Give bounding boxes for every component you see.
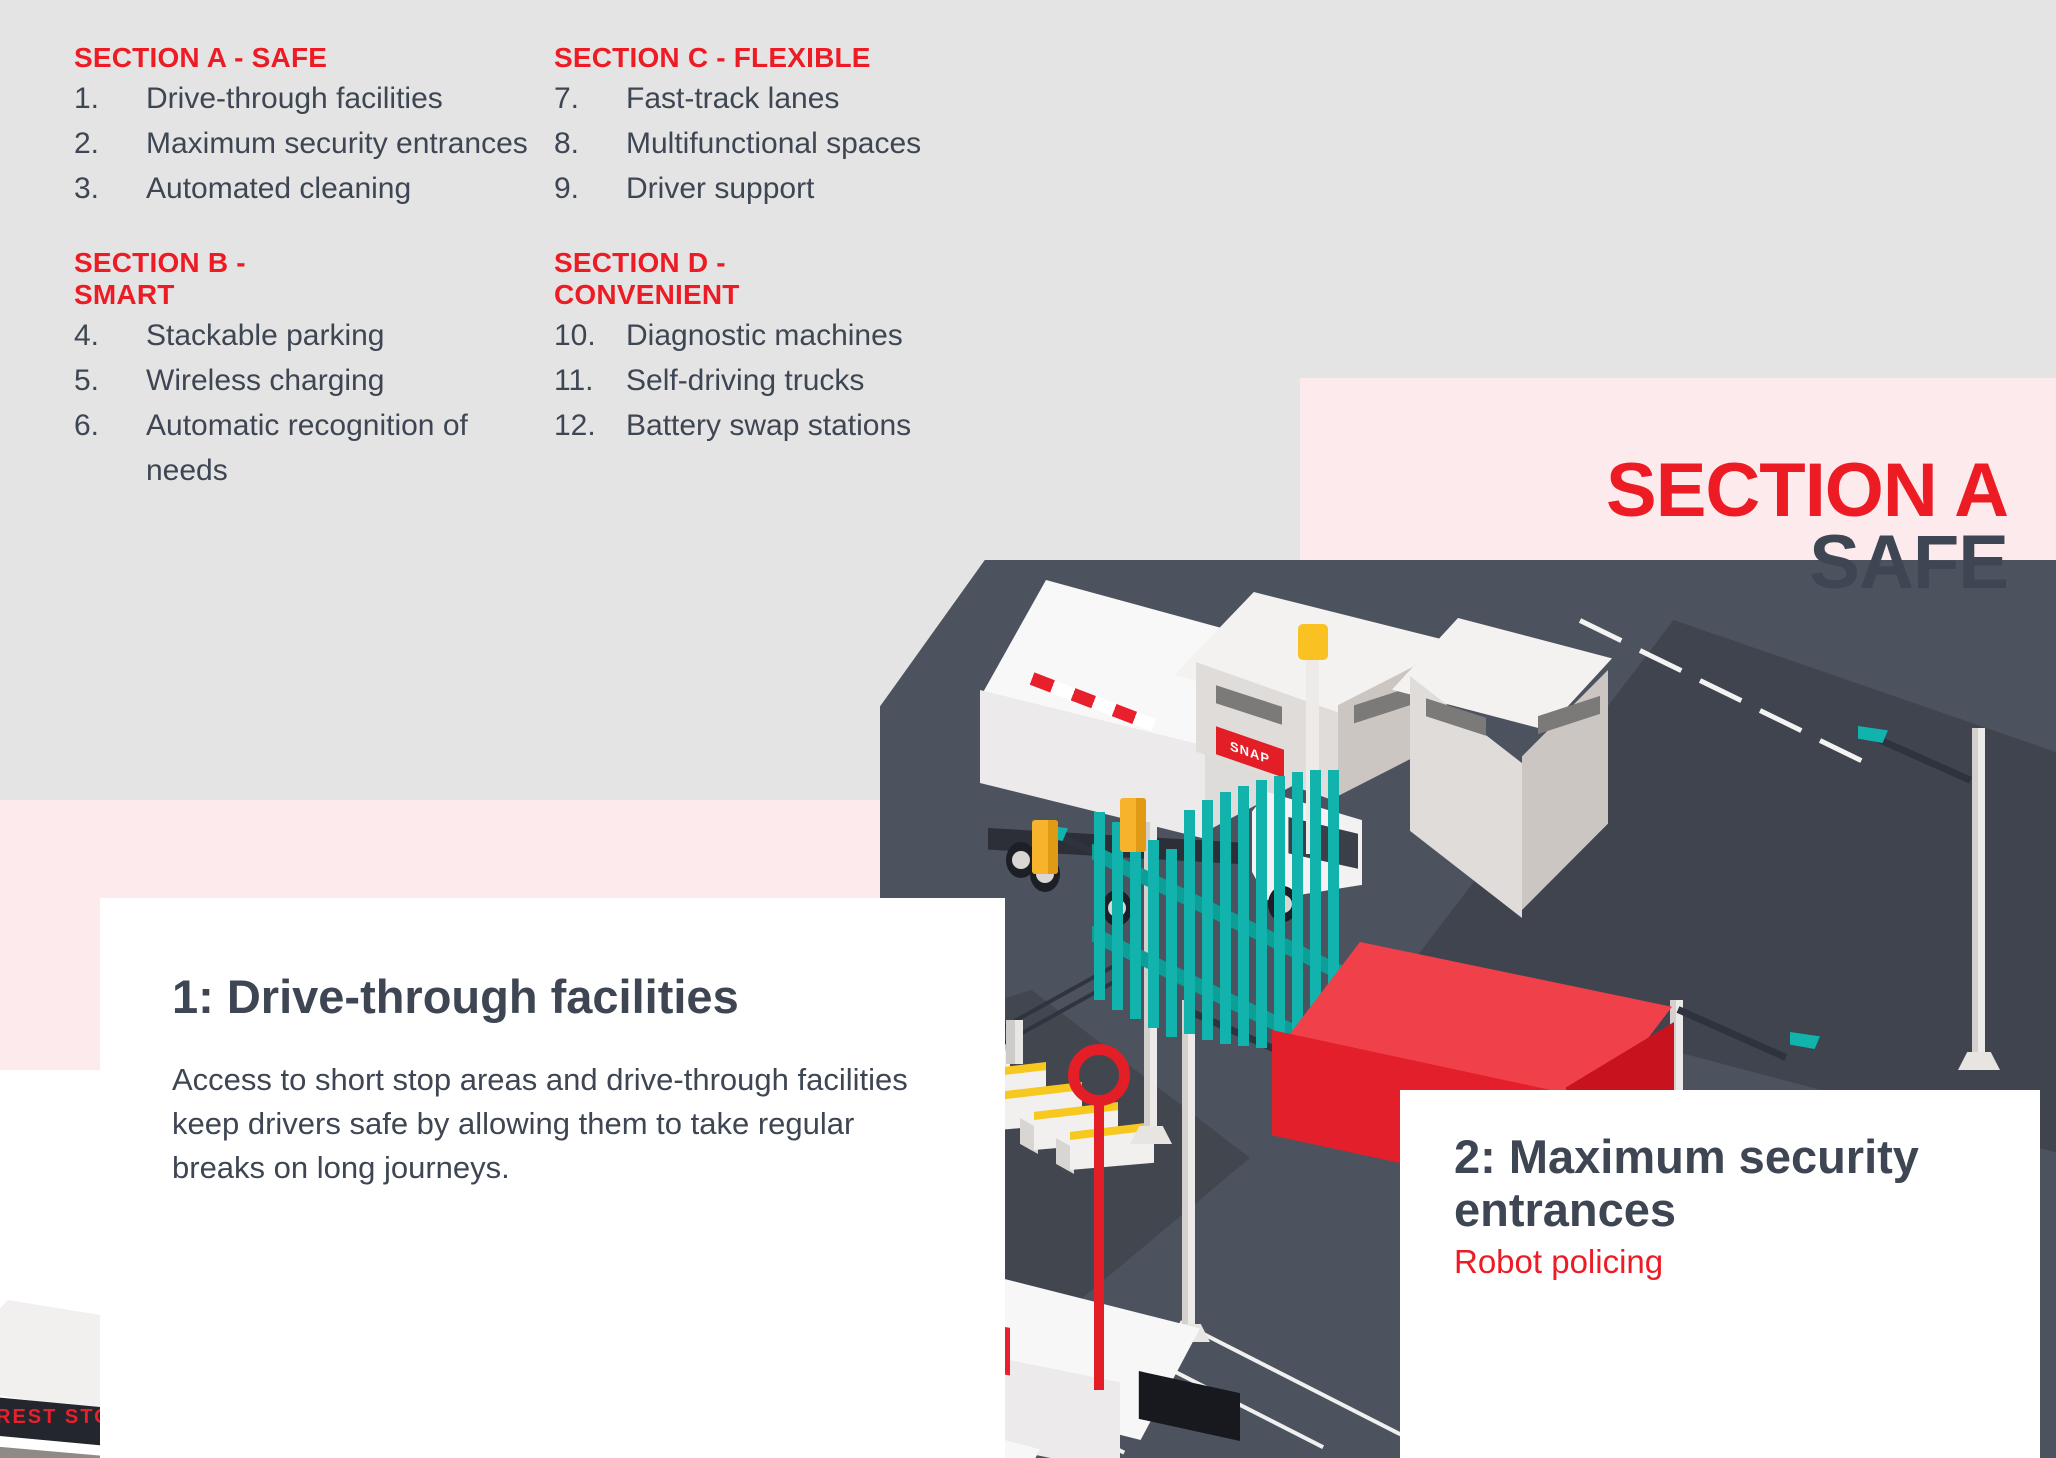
list-item: 4. Stackable parking bbox=[74, 313, 544, 358]
item-number: 1. bbox=[74, 81, 100, 115]
gate-picket bbox=[1184, 810, 1195, 1034]
item-number: 5. bbox=[74, 363, 100, 397]
item-text: Wireless charging bbox=[146, 363, 385, 397]
headline-line-2: SAFE bbox=[1809, 520, 2009, 606]
callout-2-subtitle: Robot policing bbox=[1454, 1243, 1664, 1281]
list-item: 3. Automated cleaning bbox=[74, 166, 544, 211]
item-text: Battery swap stations bbox=[626, 408, 912, 442]
gate-picket bbox=[1094, 812, 1105, 1000]
item-text: Stackable parking bbox=[146, 318, 385, 352]
gate-picket bbox=[1292, 772, 1303, 1052]
gate-picket bbox=[1256, 780, 1267, 1048]
gate-picket bbox=[1202, 800, 1213, 1040]
callout-card-1: 1: Drive-through facilities Access to sh… bbox=[100, 898, 1005, 1458]
callout-1-body: Access to short stop areas and drive-thr… bbox=[172, 1061, 908, 1185]
section-title-b: SECTION B - SMART bbox=[74, 246, 246, 310]
section-title-c: SECTION C - FLEXIBLE bbox=[554, 42, 871, 73]
item-text: Fast-track lanes bbox=[626, 81, 840, 115]
legend-column-left: SECTION A - SAFE 1. Drive-through facilit… bbox=[74, 42, 544, 493]
item-text: Self-driving trucks bbox=[626, 363, 865, 397]
gate-picket bbox=[1310, 770, 1321, 1054]
section-title-a: SECTION A - SAFE bbox=[74, 42, 328, 73]
railing-post bbox=[1006, 1020, 1023, 1064]
gate-picket bbox=[1238, 786, 1249, 1046]
section-title-d: SECTION D - CONVENIENT bbox=[554, 246, 740, 310]
list-item: 5. Wireless charging bbox=[74, 358, 544, 403]
callout-card-2: 2: Maximum security entrances Robot poli… bbox=[1400, 1090, 2040, 1458]
item-text: Driver support bbox=[626, 171, 815, 205]
gate-picket bbox=[1220, 792, 1231, 1044]
item-number: 9. bbox=[554, 171, 580, 205]
gate-picket bbox=[1274, 776, 1285, 1050]
gate-picket bbox=[1112, 822, 1123, 1010]
page-title: SECTION A SAFE bbox=[1606, 448, 2009, 606]
bollard bbox=[1032, 820, 1058, 874]
item-text: Automated cleaning bbox=[146, 171, 412, 205]
warning-beacon bbox=[1298, 624, 1328, 660]
location-marker-icon bbox=[1068, 1044, 1130, 1106]
section-a-list: 1. Drive-through facilities 2. Maximum sec… bbox=[74, 76, 544, 211]
item-text: Automatic recognition of needs bbox=[146, 408, 468, 487]
background-panel-grey-top bbox=[1300, 0, 2056, 378]
bollard bbox=[1120, 798, 1146, 852]
list-item: 10. Diagnostic machines bbox=[554, 313, 1024, 358]
item-text: Diagnostic machines bbox=[626, 318, 903, 352]
section-d-list: 10. Diagnostic machines 11. Self-driving t… bbox=[554, 313, 1024, 448]
item-number: 12. bbox=[554, 408, 596, 442]
list-item: 9. Driver support bbox=[554, 166, 1024, 211]
item-text: Multifunctional spaces bbox=[626, 126, 922, 160]
callout-1-title: 1: Drive-through facilities bbox=[172, 970, 739, 1023]
item-number: 4. bbox=[74, 318, 100, 352]
item-number: 7. bbox=[554, 81, 580, 115]
rest-stop-sign-text: REST STOP bbox=[0, 1406, 127, 1428]
item-number: 8. bbox=[554, 126, 580, 160]
list-item: 7. Fast-track lanes bbox=[554, 76, 1024, 121]
list-item: 1. Drive-through facilities bbox=[74, 76, 544, 121]
legend-column-right: SECTION C - FLEXIBLE 7. Fast-track lanes … bbox=[554, 42, 1024, 448]
list-item: 2. Maximum security entrances bbox=[74, 121, 544, 166]
gate-picket bbox=[1148, 840, 1159, 1028]
list-item: 11. Self-driving trucks bbox=[554, 358, 1024, 403]
item-number: 11. bbox=[554, 363, 594, 397]
callout-2-title: 2: Maximum security entrances bbox=[1454, 1130, 1919, 1237]
section-b-list: 4.Stackable parking 5.Wireless charging … bbox=[74, 313, 544, 493]
section-c-list: 7. Fast-track lanes 8. Multifunctional spa… bbox=[554, 76, 1024, 211]
item-number: 10. bbox=[554, 318, 596, 352]
item-number: 2. bbox=[74, 126, 100, 160]
item-number: 6. bbox=[74, 408, 100, 442]
list-item: 6. Automatic recognition of needs bbox=[74, 403, 544, 493]
list-item: 12. Battery swap stations bbox=[554, 403, 1024, 448]
item-text: Drive-through facilities bbox=[146, 81, 443, 115]
gate-picket bbox=[1166, 849, 1177, 1037]
gate-picket bbox=[1130, 831, 1141, 1019]
list-item: 8. Multifunctional spaces bbox=[554, 121, 1024, 166]
item-text: Maximum security entrances bbox=[146, 126, 528, 160]
location-marker-stem bbox=[1094, 1100, 1104, 1390]
headline-line-1: SECTION A bbox=[1606, 448, 2009, 533]
item-number: 3. bbox=[74, 171, 100, 205]
gate-picket bbox=[1328, 770, 1339, 1056]
